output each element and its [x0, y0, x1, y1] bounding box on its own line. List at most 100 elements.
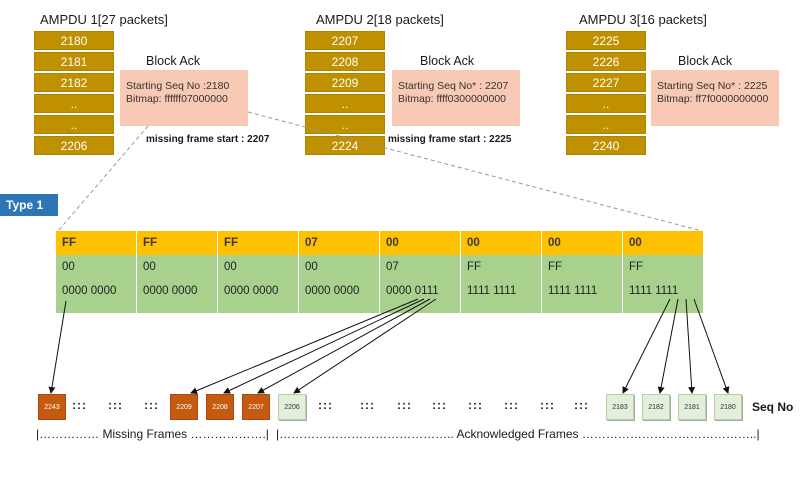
bitmap-row-binary: 0000 0000 0000 0000 0000 0000 0000 0000 … [56, 279, 704, 313]
acked-frame: 2181 [678, 394, 706, 420]
block-ack-2-title: Block Ack [420, 54, 475, 68]
bitmap-bits-cell: 1111 1111 [542, 279, 623, 313]
bitmap-cell: FF [623, 255, 704, 279]
acked-frame: 2182 [642, 394, 670, 420]
ellipsis-dots: ::: [574, 398, 589, 412]
ellipsis-dots: ::: [432, 398, 447, 412]
bitmap-row-hex-1: FF FF FF 07 00 00 00 00 [56, 231, 704, 255]
bitmap-cell: 00 [380, 231, 461, 255]
seq-cell: 2206 [34, 136, 114, 155]
bitmap-cell: 07 [380, 255, 461, 279]
seq-cell: .. [566, 115, 646, 134]
ellipsis-dots: ::: [468, 398, 483, 412]
bitmap-bits-cell: 0000 0111 [380, 279, 461, 313]
bitmap-bits-cell: 0000 0000 [299, 279, 380, 313]
ellipsis-dots: ::: [108, 398, 123, 412]
block-ack-2-start: Starting Seq No* : 2207 [398, 80, 509, 92]
bitmap-cell: 00 [623, 231, 704, 255]
ampdu-1-title: AMPDU 1[27 packets] [40, 12, 168, 27]
bitmap-bits-cell: 0000 0000 [218, 279, 299, 313]
seq-cell: 2225 [566, 31, 646, 50]
block-ack-3-bitmap: Bitmap: ff7f0000000000 [657, 93, 769, 105]
ellipsis-dots: ::: [540, 398, 555, 412]
block-ack-1-box: Starting Seq No :2180 Bitmap: ffffff0700… [120, 70, 248, 126]
bitmap-bits-cell: 0000 0000 [137, 279, 218, 313]
seq-cell: .. [305, 115, 385, 134]
arrow-2180 [693, 298, 730, 394]
missing-frame: 2207 [242, 394, 270, 420]
seq-cell: 2181 [34, 52, 114, 71]
acked-frame: 2206 [278, 394, 306, 420]
bitmap-cell: 07 [299, 231, 380, 255]
ampdu-2-title: AMPDU 2[18 packets] [316, 12, 444, 27]
seq-cell: .. [305, 94, 385, 113]
ellipsis-dots: ::: [144, 398, 159, 412]
seq-cell: 2227 [566, 73, 646, 92]
arrow-2181 [685, 298, 696, 394]
seq-cell: .. [566, 94, 646, 113]
expansion-line-left [57, 125, 149, 232]
missing-note-2: missing frame start : 2225 [388, 134, 512, 145]
seq-cell: 2180 [34, 31, 114, 50]
bitmap-cell: FF [56, 231, 137, 255]
ellipsis-dots: ::: [504, 398, 519, 412]
seq-cell: 2240 [566, 136, 646, 155]
block-ack-3-title: Block Ack [678, 54, 733, 68]
bitmap-table: FF FF FF 07 00 00 00 00 00 00 00 00 07 F… [56, 231, 704, 313]
arrow-2243 [48, 300, 67, 394]
acknowledged-frames-label: |…………………………………….. Acknowledged Frames ……… [276, 427, 760, 441]
seq-cell: 2207 [305, 31, 385, 50]
ampdu-1-stack: 2180 2181 2182 .. .. 2206 [34, 31, 114, 157]
acked-frame: 2183 [606, 394, 634, 420]
block-ack-3-start: Starting Seq No* : 2225 [657, 80, 768, 92]
missing-frame: 2208 [206, 394, 234, 420]
missing-note-1: missing frame start : 2207 [146, 134, 270, 145]
arrow-2208 [223, 298, 425, 394]
seq-cell: 2224 [305, 136, 385, 155]
seq-cell: 2226 [566, 52, 646, 71]
ampdu-3-title: AMPDU 3[16 packets] [579, 12, 707, 27]
ampdu-2-stack: 2207 2208 2209 .. .. 2224 [305, 31, 385, 157]
bitmap-cell: 00 [461, 231, 542, 255]
ellipsis-dots: ::: [318, 398, 333, 412]
bitmap-row-hex-2: 00 00 00 00 07 FF FF FF [56, 255, 704, 279]
bitmap-cell: 00 [137, 255, 218, 279]
block-ack-3-box: Starting Seq No* : 2225 Bitmap: ff7f0000… [651, 70, 779, 126]
seq-cell: 2182 [34, 73, 114, 92]
expansion-line-right [247, 111, 703, 232]
block-ack-1-start: Starting Seq No :2180 [126, 80, 230, 92]
seq-cell: 2208 [305, 52, 385, 71]
bitmap-bits-cell: 1111 1111 [461, 279, 542, 313]
bitmap-bits-cell: 0000 0000 [56, 279, 137, 313]
bitmap-cell: FF [218, 231, 299, 255]
arrow-2183 [622, 298, 671, 394]
bitmap-cell: FF [461, 255, 542, 279]
arrow-2207 [257, 298, 431, 394]
arrow-2209 [190, 298, 419, 394]
arrow-2182 [657, 298, 679, 394]
bitmap-cell: FF [542, 255, 623, 279]
bitmap-cell: 00 [542, 231, 623, 255]
bitmap-cell: 00 [56, 255, 137, 279]
bitmap-cell: 00 [299, 255, 380, 279]
block-ack-1-bitmap: Bitmap: ffffff07000000 [126, 93, 228, 105]
type-1-tag: Type 1 [0, 194, 58, 216]
arrow-2206 [293, 298, 437, 394]
seq-no-label: Seq No [752, 400, 794, 414]
seq-cell: .. [34, 115, 114, 134]
bitmap-cell: FF [137, 231, 218, 255]
ellipsis-dots: ::: [360, 398, 375, 412]
seq-cell: .. [34, 94, 114, 113]
ellipsis-dots: ::: [72, 398, 87, 412]
ampdu-3-stack: 2225 2226 2227 .. .. 2240 [566, 31, 646, 157]
block-ack-1-title: Block Ack [146, 54, 201, 68]
bitmap-bits-cell: 1111 1111 [623, 279, 704, 313]
missing-frames-label: |…………… Missing Frames ……………….| [36, 427, 269, 441]
missing-frame: 2209 [170, 394, 198, 420]
seq-cell: 2209 [305, 73, 385, 92]
missing-frame: 2243 [38, 394, 66, 420]
acked-frame: 2180 [714, 394, 742, 420]
block-ack-2-bitmap: Bitmap: ffff0300000000 [398, 93, 507, 105]
ellipsis-dots: ::: [397, 398, 412, 412]
